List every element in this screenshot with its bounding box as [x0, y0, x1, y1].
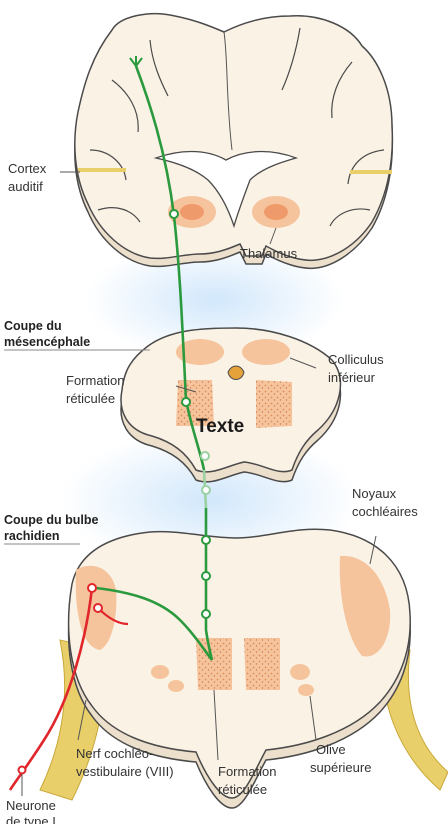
label-olive-line2: supérieure [310, 760, 371, 775]
label-neuron-line1: Neurone [6, 798, 56, 813]
label-cortex-line2: auditif [8, 179, 43, 194]
midbrain-header-line2: mésencéphale [4, 335, 90, 349]
label-nerve-line2: vestibulaire (VIII) [76, 764, 174, 779]
section-headers-rules [4, 349, 150, 545]
label-nerve-line1: Nerf cochléo- [76, 746, 153, 761]
medulla-header-line1: Coupe du bulbe [4, 513, 98, 527]
label-cochlear-nuclei-line1: Noyaux [352, 486, 397, 501]
label-neuron-line2: de type I [6, 814, 56, 824]
label-cortex-line1: Cortex [8, 161, 47, 176]
medulla-header-line2: rachidien [4, 529, 60, 543]
label-thalamus: Thalamus [240, 246, 298, 261]
center-text: Texte [196, 416, 244, 437]
auditory-pathway [95, 56, 214, 661]
label-reticular-upper-line2: réticulée [66, 391, 115, 406]
type-one-neurons [8, 583, 129, 791]
midbrain-section [120, 327, 342, 483]
medulla-section [39, 528, 448, 809]
label-reticular-lower-line1: Formation [218, 764, 277, 779]
label-cochlear-nuclei-line2: cochléaires [352, 504, 418, 519]
label-olive-line1: Olive [316, 742, 346, 757]
brain-coronal-section [74, 12, 394, 270]
midbrain-header-line1: Coupe du [4, 319, 62, 333]
leader-lines [21, 171, 377, 796]
label-reticular-lower-line2: réticulée [218, 782, 267, 797]
label-colliculus-line1: Colliculus [328, 352, 384, 367]
label-colliculus-line2: inférieur [328, 370, 376, 385]
label-reticular-upper-line1: Formation [66, 373, 125, 388]
